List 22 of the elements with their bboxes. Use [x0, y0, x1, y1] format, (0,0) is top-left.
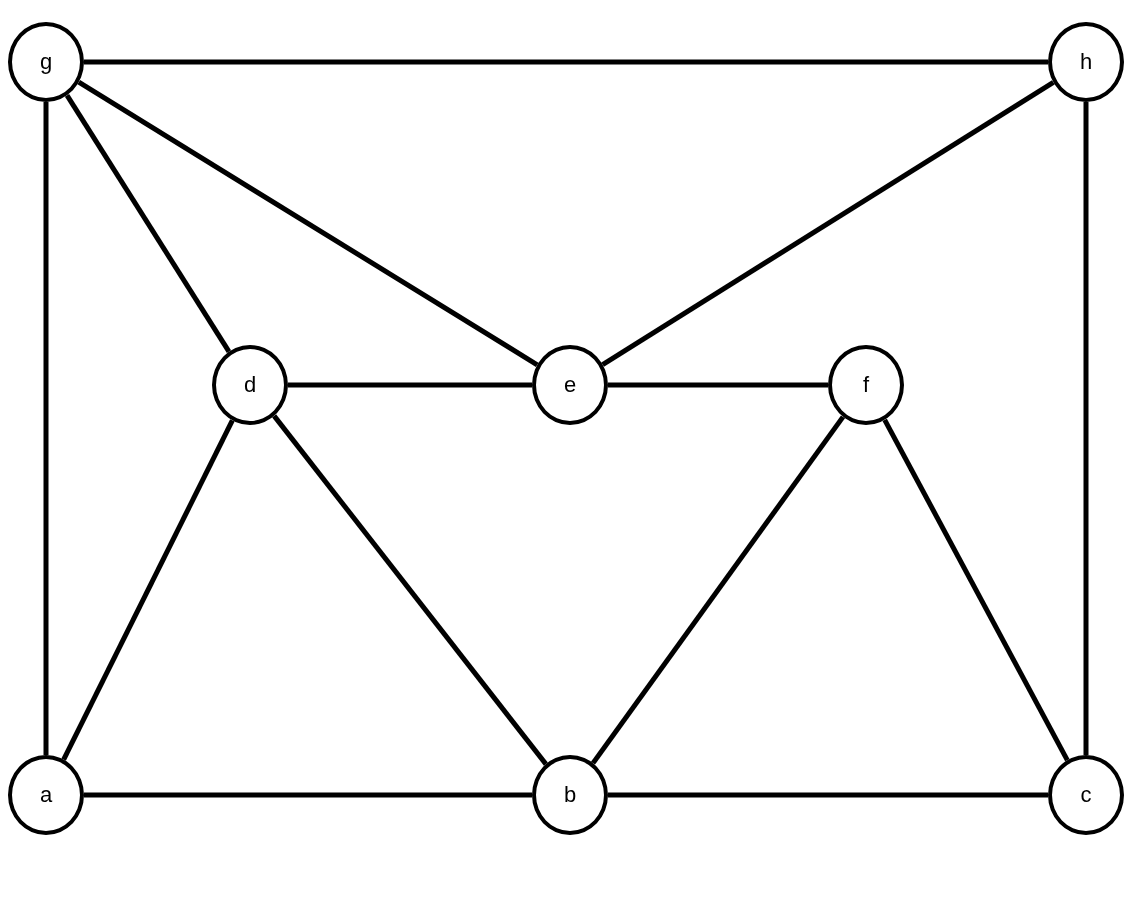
connector-line: [882, 418, 1070, 762]
connector-line: [43, 102, 49, 755]
connector-line: [61, 419, 235, 761]
connector-line: [601, 80, 1055, 367]
connector-line: [288, 382, 532, 388]
connector-line: [84, 792, 532, 798]
vertex-label: f: [862, 372, 870, 398]
vertex-label: d: [243, 372, 257, 398]
vertex-label: g: [39, 49, 53, 75]
connector-line: [608, 792, 1048, 798]
connector-line: [608, 382, 828, 388]
vertex-label: c: [1080, 782, 1092, 808]
vertex-label: a: [39, 782, 53, 808]
connector-line: [1083, 102, 1089, 755]
connector-line: [590, 415, 846, 765]
vertex-label: b: [563, 782, 577, 808]
vertex-label: e: [563, 372, 577, 398]
connector-line: [84, 59, 1048, 65]
vertex-label: h: [1079, 49, 1093, 75]
connector-line: [64, 93, 232, 354]
connector-line: [77, 80, 539, 367]
connector-line: [272, 414, 548, 766]
